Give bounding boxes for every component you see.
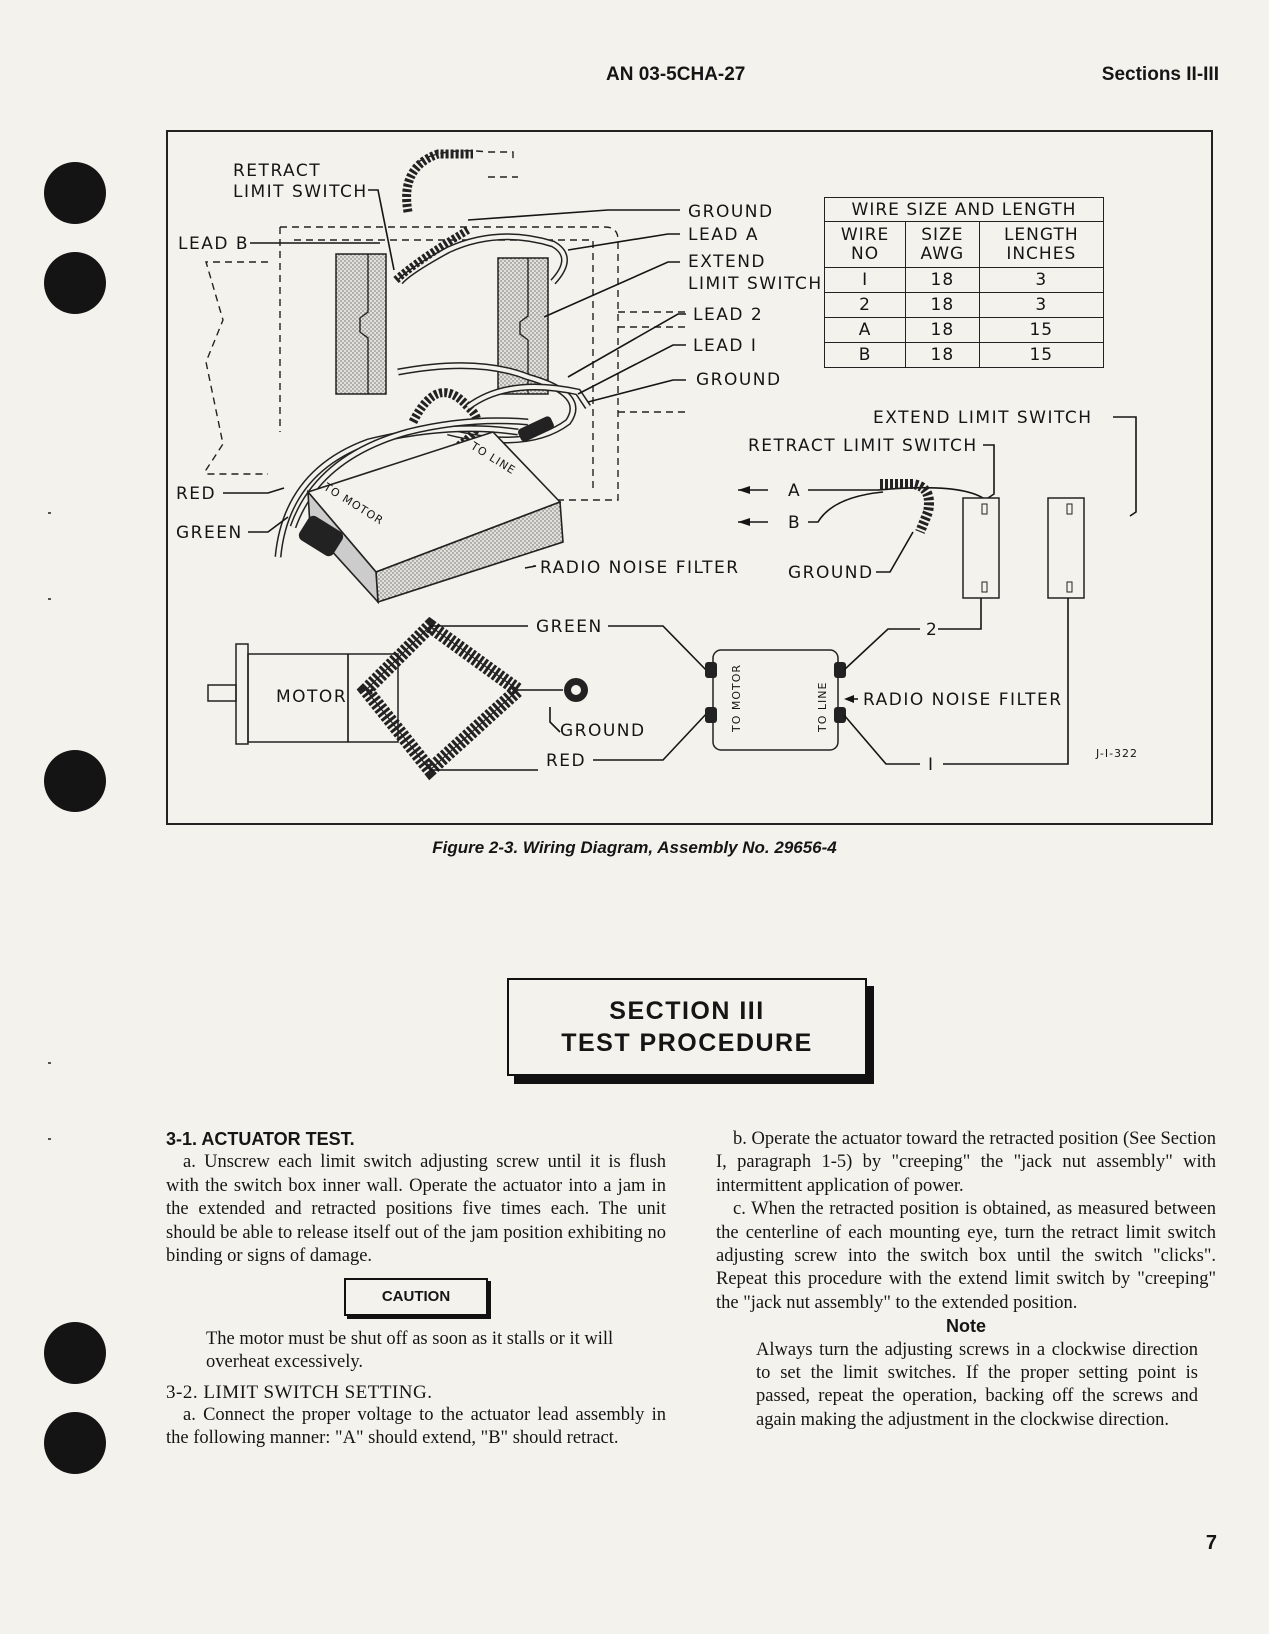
limit-switch-setting-heading: 3-2. LIMIT SWITCH SETTING. (166, 1381, 433, 1403)
to-motor-label: TO MOTOR (730, 664, 743, 733)
switch-box-inner-outline (294, 239, 594, 489)
binder-hole (44, 162, 106, 224)
motor-flange (235, 643, 249, 745)
schematic-retract-switch (962, 497, 1000, 599)
lead-2-label: LEAD 2 (693, 305, 763, 325)
housing-left-outline (205, 261, 268, 475)
extend-limit-switch (497, 257, 549, 395)
ground-label: GROUND (560, 721, 646, 741)
ground-braid-top (402, 149, 473, 213)
motor-shaft (207, 684, 237, 702)
paragraph: a. Unscrew each limit switch adjusting s… (166, 1152, 666, 1267)
section-number: SECTION III (609, 997, 765, 1025)
red-label: RED (546, 751, 586, 771)
binder-hole (44, 1322, 106, 1384)
section-range: Sections II-III (1101, 64, 1219, 85)
ground-label: GROUND (788, 563, 874, 583)
filter-terminal (298, 515, 344, 557)
retract-limit-switch-label: RETRACT LIMIT SWITCH (748, 436, 978, 456)
left-column: 3-1. ACTUATOR TEST. a. Unscrew each limi… (166, 1128, 666, 1451)
motor-ground-braid (356, 616, 530, 781)
ground-braid (393, 226, 471, 283)
scan-mark (48, 1062, 51, 1064)
caution-label: CAUTION (344, 1278, 488, 1316)
wiring-diagram-figure: TO LINE TO MOTOR RETRACT LIMIT SWITCH LE… (166, 130, 1213, 825)
paragraph: c. When the retracted position is obtain… (716, 1199, 1216, 1313)
scan-mark (48, 1138, 51, 1140)
motor-body (247, 653, 399, 743)
note-heading: Note (946, 1316, 986, 1337)
schematic-extend-switch (1047, 497, 1085, 599)
binder-hole (44, 750, 106, 812)
extend-limit-switch-label: EXTEND LIMIT SWITCH (873, 408, 1093, 428)
green-label: GREEN (176, 523, 243, 543)
schematic-radio-noise-filter (712, 649, 839, 751)
caution-text: The motor must be shut off as soon as it… (206, 1328, 614, 1373)
green-label: GREEN (536, 617, 603, 637)
red-label: RED (176, 484, 216, 504)
scan-mark (48, 512, 51, 514)
lead-a-label: A (788, 481, 801, 501)
lead-b-label: LEAD B (178, 234, 249, 254)
retract-limit-switch (335, 253, 387, 395)
wire-1-label: I (928, 755, 935, 775)
wiring-diagram: TO LINE TO MOTOR RETRACT LIMIT SWITCH LE… (176, 149, 1138, 781)
document-number: AN 03-5CHA-27 (606, 64, 746, 85)
lead-a-label: LEAD A (688, 225, 759, 245)
motor-label: MOTOR (276, 687, 347, 707)
binder-hole (44, 252, 106, 314)
schematic-ground-braid (880, 479, 934, 534)
actuator-test-heading: 3-1. ACTUATOR TEST. (166, 1129, 355, 1149)
note-text: Always turn the adjusting screws in a cl… (756, 1339, 1198, 1430)
section-heading: SECTION III TEST PROCEDURE (507, 978, 867, 1076)
radio-noise-filter-label: RADIO NOISE FILTER (540, 558, 740, 578)
housing-right-outline (618, 311, 688, 413)
ground-label: GROUND (696, 370, 782, 390)
extend-limit-switch-label: LIMIT SWITCH (688, 274, 823, 294)
paragraph: a. Connect the proper voltage to the act… (166, 1405, 666, 1449)
figure-caption: Figure 2-3. Wiring Diagram, Assembly No.… (432, 838, 837, 857)
paragraph: b. Operate the actuator toward the retra… (716, 1129, 1216, 1196)
wire-table-title: WIRE SIZE AND LENGTH (824, 197, 1104, 222)
page-number: 7 (1205, 1532, 1217, 1554)
binder-hole (44, 1412, 106, 1474)
filter-terminal (518, 416, 554, 442)
scan-mark (48, 598, 51, 600)
retract-limit-switch-label: LIMIT SWITCH (233, 182, 368, 202)
retract-limit-switch-label: RETRACT (233, 161, 321, 181)
extend-limit-switch-label: EXTEND (688, 252, 766, 272)
wire-2-label: 2 (926, 620, 938, 640)
drawing-number: J-I-322 (1095, 747, 1138, 760)
section-title: TEST PROCEDURE (561, 1029, 813, 1057)
radio-noise-filter-label: RADIO NOISE FILTER (863, 690, 1063, 710)
lead-b-label: B (788, 513, 801, 533)
ground-label: GROUND (688, 202, 774, 222)
switch-box-outline (279, 226, 619, 501)
right-column: b. Operate the actuator toward the retra… (716, 1128, 1216, 1432)
to-line-label: TO LINE (816, 682, 829, 733)
lead-1-label: LEAD I (693, 336, 757, 356)
